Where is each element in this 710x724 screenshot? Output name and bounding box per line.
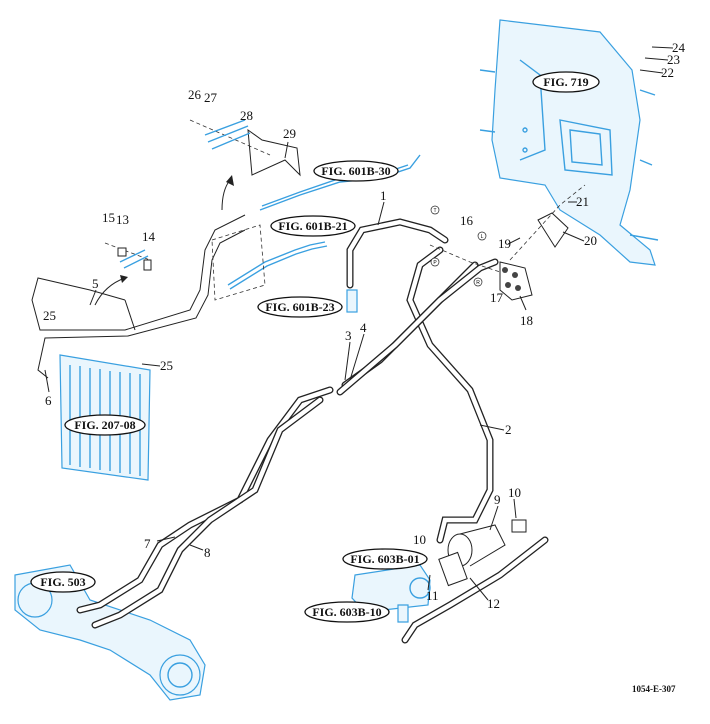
steel-pipe-5-6 (31, 214, 246, 379)
hoses (76, 218, 549, 644)
svg-text:16: 16 (460, 213, 474, 228)
svg-text:FIG. 719: FIG. 719 (543, 75, 588, 89)
fig-ref-719[interactable]: FIG. 719 (532, 71, 600, 93)
drawing-code: 1054-E-307 (632, 684, 676, 694)
svg-text:21: 21 (576, 194, 589, 209)
bracket-29 (247, 128, 301, 177)
svg-text:22: 22 (661, 65, 674, 80)
svg-text:FIG. 601B-30: FIG. 601B-30 (321, 164, 390, 178)
svg-text:20: 20 (584, 233, 597, 248)
svg-text:10: 10 (413, 532, 426, 547)
svg-text:R: R (476, 280, 480, 286)
svg-text:14: 14 (142, 229, 156, 244)
svg-text:FIG. 503: FIG. 503 (40, 575, 85, 589)
port-markers: T P L R (430, 205, 487, 287)
reference-pipe-fig-601b-21 (227, 241, 326, 286)
svg-text:4: 4 (360, 320, 367, 335)
svg-text:26: 26 (188, 87, 202, 102)
svg-text:FIG. 603B-10: FIG. 603B-10 (312, 605, 381, 619)
svg-text:6: 6 (45, 393, 52, 408)
svg-text:15: 15 (102, 210, 115, 225)
fig-ref-601b-30[interactable]: FIG. 601B-30 (313, 160, 399, 182)
svg-text:29: 29 (283, 126, 296, 141)
svg-text:24: 24 (672, 40, 686, 55)
fig-ref-603b-10[interactable]: FIG. 603B-10 (304, 601, 390, 623)
svg-text:18: 18 (520, 313, 533, 328)
svg-text:12: 12 (487, 596, 500, 611)
fig-ref-207-08[interactable]: FIG. 207-08 (64, 414, 146, 436)
fig-ref-601b-21[interactable]: FIG. 601B-21 (270, 215, 356, 237)
arrow-icon (94, 277, 126, 306)
svg-text:28: 28 (240, 108, 253, 123)
svg-text:FIG. 207-08: FIG. 207-08 (74, 418, 135, 432)
reference-axle-fig-503 (14, 564, 206, 701)
bracket-20 (537, 212, 569, 248)
svg-text:P: P (433, 260, 437, 266)
svg-text:2: 2 (505, 422, 512, 437)
svg-text:9: 9 (494, 492, 501, 507)
svg-text:10: 10 (508, 485, 521, 500)
svg-text:19: 19 (498, 236, 511, 251)
svg-text:8: 8 (204, 545, 211, 560)
fig-ref-503[interactable]: FIG. 503 (30, 571, 96, 593)
svg-text:25: 25 (160, 358, 173, 373)
svg-text:L: L (481, 234, 484, 240)
fig-ref-603b-01[interactable]: FIG. 603B-01 (342, 548, 428, 570)
leader-lines (44, 46, 674, 601)
svg-text:FIG. 601B-23: FIG. 601B-23 (265, 300, 334, 314)
reference-fitting-fig-601b-23 (346, 289, 358, 313)
svg-text:1: 1 (380, 188, 387, 203)
callout-numbers: 1 2 3 4 5 6 7 8 9 10 10 11 12 13 14 15 1… (43, 40, 686, 611)
svg-text:25: 25 (43, 308, 56, 323)
reference-panel-fig-719 (479, 19, 659, 266)
filter-9 (438, 519, 527, 587)
svg-text:3: 3 (345, 328, 352, 343)
valve-block-18 (499, 261, 533, 301)
svg-text:FIG. 601B-21: FIG. 601B-21 (278, 219, 347, 233)
svg-text:17: 17 (490, 290, 504, 305)
svg-text:T: T (433, 208, 436, 214)
svg-text:7: 7 (144, 536, 151, 551)
fig-ref-601b-23[interactable]: FIG. 601B-23 (257, 296, 343, 318)
svg-text:27: 27 (204, 90, 218, 105)
svg-text:5: 5 (92, 276, 99, 291)
svg-text:23: 23 (667, 52, 680, 67)
arrow-icon (221, 179, 231, 211)
svg-text:11: 11 (426, 588, 439, 603)
svg-text:13: 13 (116, 212, 129, 227)
reference-pump-fig-603b-01 (351, 564, 431, 623)
reference-pipe-edge (229, 245, 328, 290)
svg-text:FIG. 603B-01: FIG. 603B-01 (350, 552, 419, 566)
